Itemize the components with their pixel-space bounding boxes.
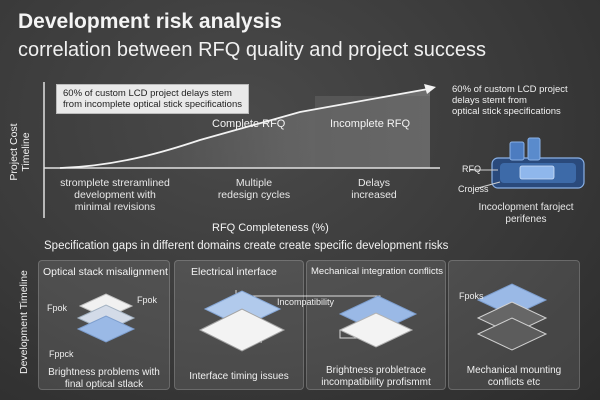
panel-caption: Interface timing issues bbox=[189, 371, 289, 382]
panel-title: Optical stack misalignment bbox=[43, 266, 168, 278]
panel-mechanical-integration: Mechanical integration conflicts Incompa… bbox=[277, 260, 446, 390]
panel-optical-stack: Optical stack misalignment Fpok Fpok Fpp… bbox=[38, 260, 170, 390]
complete-rfq-label: Complete RFQ bbox=[212, 118, 286, 130]
device-caption: Incoclopment faroject perifenes bbox=[478, 202, 574, 225]
top-x-axis-label: RFQ Completeness (%) bbox=[212, 222, 329, 234]
section-heading: Specification gaps in different domains … bbox=[44, 240, 449, 252]
top-y-axis-label: Project Cost Timeline bbox=[8, 123, 32, 181]
panel-electrical-interface: Electrical interface Interface timing is… bbox=[174, 260, 304, 390]
outcome-streamlined: stromplete streramlined development with… bbox=[60, 177, 170, 213]
layer-label: Fpok bbox=[137, 295, 158, 305]
incompatibility-label: Incompatibility bbox=[277, 297, 335, 307]
callout-right: 60% of custom LCD project delays stemt f… bbox=[452, 84, 568, 117]
device-label-rfq: RFQ bbox=[462, 164, 481, 174]
mechanical-integration-layers bbox=[338, 295, 418, 348]
device-label-crojess: Crojess bbox=[458, 184, 489, 194]
curve-arrowhead bbox=[424, 84, 436, 94]
layer-label: Fpoks bbox=[459, 291, 484, 301]
cost-curve bbox=[59, 88, 429, 169]
panel-caption: Mechanical mounting conflicts etc bbox=[466, 365, 562, 388]
optical-stack-layers bbox=[76, 293, 136, 343]
layer-label: Fppck bbox=[49, 349, 74, 359]
panel-title: Electrical interface bbox=[191, 266, 277, 278]
layer-label: Fpok bbox=[47, 303, 68, 313]
page-title: Development risk analysis bbox=[18, 10, 282, 33]
callout-left: 60% of custom LCD project delays stem fr… bbox=[56, 84, 249, 114]
lcd-device-illustration bbox=[470, 137, 585, 189]
page-subtitle: correlation between RFQ quality and proj… bbox=[18, 39, 487, 61]
outcome-delays: Delays increased bbox=[351, 177, 397, 201]
incomplete-band bbox=[315, 96, 430, 168]
panel-title: Mechanical integration conflicts bbox=[311, 266, 444, 277]
panel-caption: Brightness probletrace incompatibility p… bbox=[321, 365, 431, 388]
panel-caption: Brightness problems with final optical s… bbox=[48, 367, 160, 390]
electrical-interface-layers bbox=[198, 290, 286, 352]
outcome-redesign: Multiple redesign cycles bbox=[217, 177, 291, 201]
mounting-layers bbox=[476, 283, 548, 351]
panel-mechanical-mounting: Fpoks Mechanical mounting conflicts etc bbox=[448, 260, 580, 390]
incomplete-rfq-label: Incomplete RFQ bbox=[330, 118, 411, 130]
bottom-y-axis-label: Development Timeline bbox=[18, 270, 30, 374]
